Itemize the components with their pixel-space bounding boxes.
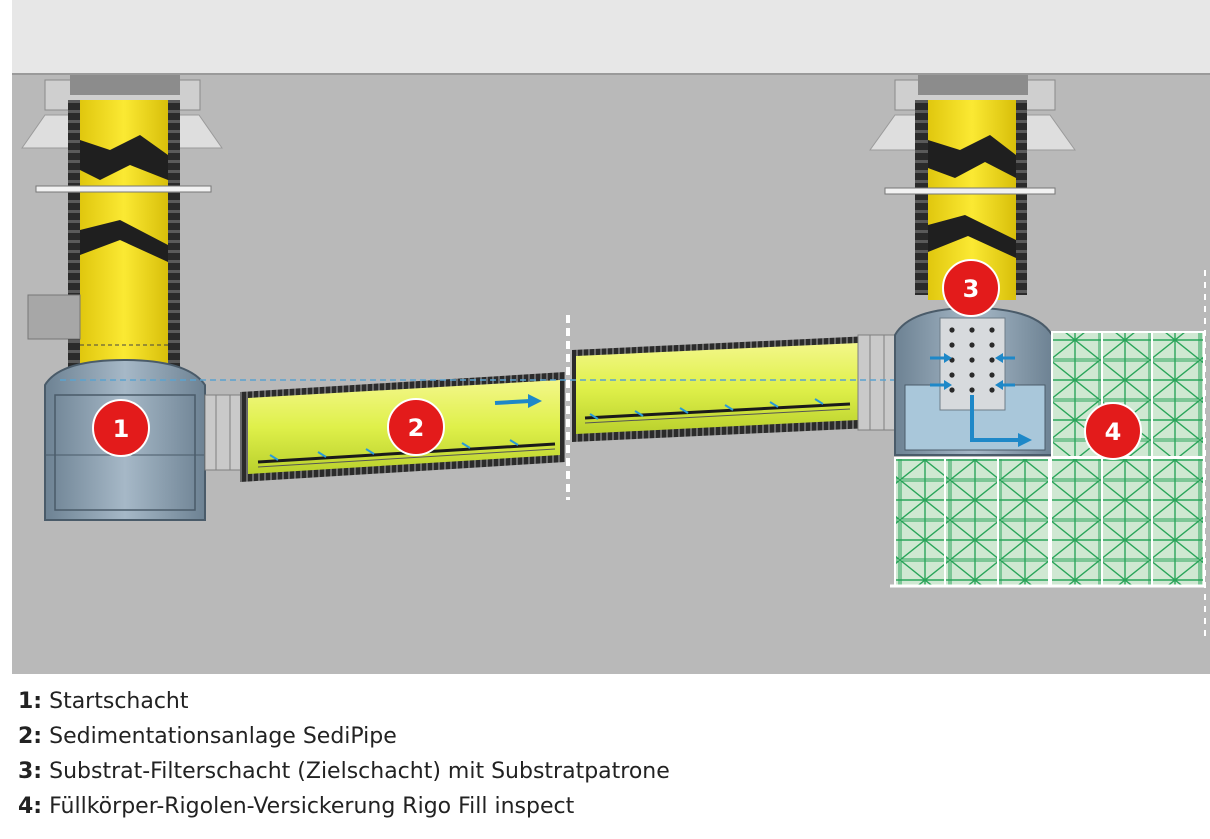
legend-number: 2: [18,724,43,749]
flow-arrow [494,394,542,408]
legend-item-3: 3: Substrat-Filterschacht (Zielschacht) … [18,754,670,789]
sedipipe-segment-right [572,334,899,442]
legend-item-2: 2: Sedimentationsanlage SediPipe [18,719,670,754]
badge-4: 4 [1084,402,1142,460]
svg-text:2: 2 [408,414,425,442]
legend-text: Substrat-Filterschacht (Zielschacht) mit… [49,759,670,784]
sedipipe-system-diagram: 1 2 3 4 [12,0,1210,674]
legend-item-4: 4: Füllkörper-Rigolen-Versickerung Rigo … [18,789,670,824]
rigole-infiltration [890,270,1206,640]
legend-text: Füllkörper-Rigolen-Versickerung Rigo Fil… [49,794,575,819]
legend-text: Sedimentationsanlage SediPipe [49,724,397,749]
badge-2: 2 [387,398,445,456]
svg-text:4: 4 [1105,418,1122,446]
surface-layer [12,0,1210,74]
legend-number: 1: [18,689,43,714]
legend: 1: Startschacht 2: Sedimentationsanlage … [18,684,670,824]
legend-number: 3: [18,759,43,784]
badge-1: 1 [92,399,150,457]
svg-text:3: 3 [963,275,980,303]
svg-text:1: 1 [113,415,130,443]
legend-number: 4: [18,794,43,819]
legend-item-1: 1: Startschacht [18,684,670,719]
filter-shaft [869,75,1076,456]
legend-text: Startschacht [49,689,189,714]
badge-3: 3 [942,259,1000,317]
